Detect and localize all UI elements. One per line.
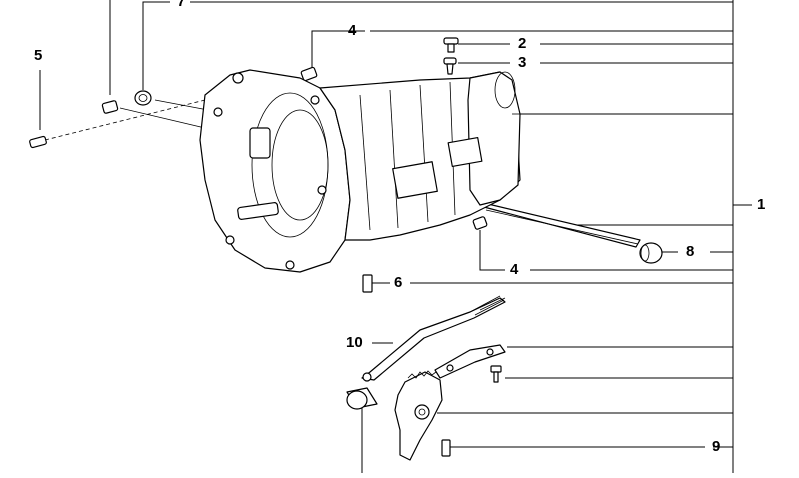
callout-1: 1 (757, 196, 766, 213)
screw-lever (490, 365, 502, 383)
transmission-housing (199, 69, 521, 273)
seal-ring-7 (134, 90, 152, 106)
callout-8: 8 (686, 243, 695, 260)
leader-lines (39, 0, 752, 473)
callout-3: 3 (518, 54, 527, 71)
callout-5: 5 (34, 47, 43, 64)
callout-4-lower: 4 (510, 261, 519, 278)
selector-plate (434, 344, 506, 379)
plug-2 (443, 37, 459, 53)
sector-lever (394, 370, 443, 461)
callout-2: 2 (518, 35, 527, 52)
callout-7: 7 (177, 0, 186, 10)
plug-3 (443, 57, 457, 75)
bushing (346, 387, 378, 410)
sleeve-6 (362, 274, 373, 293)
shift-rod-10 (361, 295, 506, 382)
callout-6: 6 (394, 274, 403, 291)
callout-4-top: 4 (348, 22, 357, 39)
bolt-left (101, 100, 119, 114)
callout-10: 10 (346, 334, 363, 351)
bolt-4-top (300, 66, 318, 82)
pin-5 (29, 135, 47, 149)
cap-8 (639, 242, 663, 264)
spring-pin-9 (441, 439, 451, 457)
callout-9: 9 (712, 438, 721, 455)
bolt-4-lower (472, 216, 488, 230)
